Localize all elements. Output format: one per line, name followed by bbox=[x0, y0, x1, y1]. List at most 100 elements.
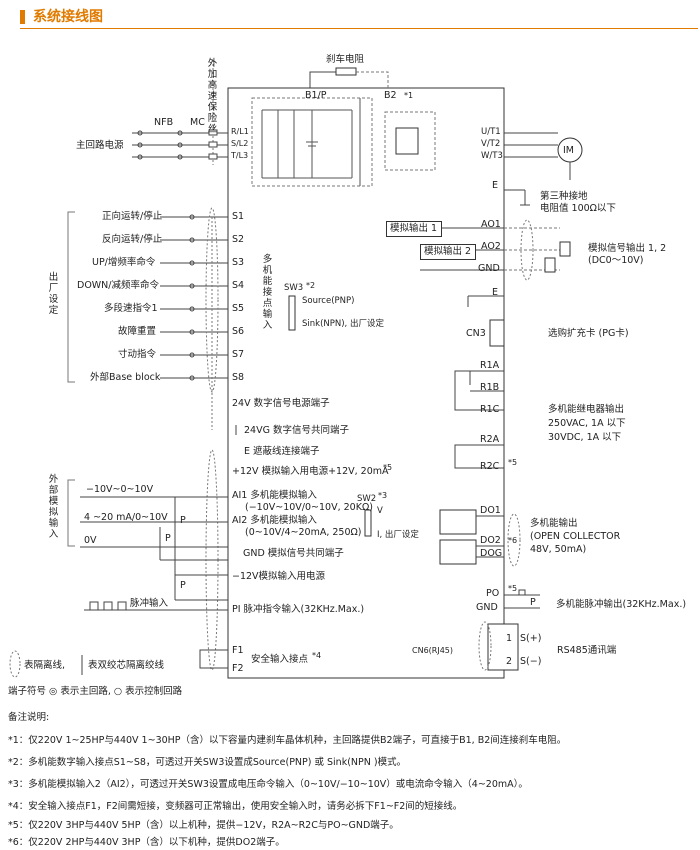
analog-range-1: −10V~0~10V bbox=[86, 484, 154, 495]
po-p: P bbox=[530, 597, 536, 608]
cn6-label: CN6(RJ45) bbox=[412, 646, 453, 655]
terminal-r2c: R2C bbox=[480, 461, 500, 472]
terminal-b2: B2 bbox=[384, 90, 397, 101]
sw3-source: Source(PNP) bbox=[302, 296, 355, 306]
plus12v-note: *5 bbox=[383, 463, 393, 472]
legend-twisted: 表双绞芯隔离绞线 bbox=[88, 660, 165, 671]
terminal-ao2: AO2 bbox=[481, 241, 501, 252]
note-item: *6：仅220V 2HP与440V 3HP（含）以下机种，提供DO2端子。 bbox=[8, 837, 285, 848]
rs485-pin-2: 2 bbox=[506, 656, 513, 667]
terminal-r1a: R1A bbox=[480, 360, 500, 371]
terminal-s1: S1 bbox=[232, 211, 245, 222]
note-item: *1：仅220V 1~25HP与440V 1~30HP（含）以下容量内建刹车晶体… bbox=[8, 735, 567, 746]
ground-e: E bbox=[492, 180, 499, 191]
analog-range-3: 0V bbox=[84, 535, 97, 546]
input-label-s6: 故障重置 bbox=[118, 326, 157, 337]
sw3-sink: Sink(NPN), 出厂设定 bbox=[302, 319, 384, 329]
mc-label: MC bbox=[190, 117, 205, 128]
terminal-e2: E bbox=[492, 287, 499, 298]
sw2-label: SW2 bbox=[357, 494, 377, 504]
input-label-s3: UP/增频率命令 bbox=[92, 257, 156, 268]
page-title: 系统接线图 bbox=[33, 9, 103, 25]
terminal-sl2: S/L2 bbox=[231, 139, 249, 148]
fuse-char: 外 bbox=[207, 58, 218, 69]
multi-input-char: 输 bbox=[262, 309, 273, 320]
analog-range-2: 4 ~20 mA/0~10V bbox=[84, 512, 168, 523]
fuse-char: 丝 bbox=[207, 124, 218, 135]
po-note: *5 bbox=[508, 584, 518, 593]
ext-char: 输 bbox=[48, 518, 59, 529]
terminal-ao-gnd: GND bbox=[478, 263, 500, 274]
terminal-s4: S4 bbox=[232, 280, 245, 291]
plus12v-label: +12V 模拟输入用电源+12V, 20mA bbox=[232, 466, 389, 477]
terminal-s7: S7 bbox=[232, 349, 245, 360]
note-item: *3：多机能模拟输入2（AI2），可透过开关SW3设置成电压命令输入（0~10V… bbox=[8, 779, 528, 790]
fuse-char: 险 bbox=[207, 113, 218, 124]
do-desc: 多机能输出 bbox=[530, 518, 578, 529]
sw2-i: I, 出厂设定 bbox=[377, 530, 419, 540]
legend-terminals: 端子符号 ◎ 表示主回路, ○ 表示控制回路 bbox=[8, 686, 183, 697]
input-label-s5: 多段速指令1 bbox=[104, 303, 158, 314]
motor-label: IM bbox=[563, 145, 574, 156]
ext-char: 外 bbox=[48, 474, 59, 485]
do-desc-type: (OPEN COLLECTOR bbox=[530, 531, 621, 542]
terminal-cn3: CN3 bbox=[466, 328, 486, 339]
input-label-s8: 外部Base block bbox=[90, 372, 161, 383]
factory-char: 出 bbox=[48, 272, 59, 283]
fuse-char: 保 bbox=[207, 102, 218, 113]
terminal-ut1: U/T1 bbox=[481, 127, 501, 137]
terminal-po: PO bbox=[486, 588, 500, 599]
multi-input-label: 多 机 能 接 点 输 入 bbox=[262, 254, 273, 331]
pot-p-2: P bbox=[165, 533, 171, 544]
terminal-ao1: AO1 bbox=[481, 219, 501, 230]
relay-desc: 多机能继电器输出 bbox=[548, 404, 625, 415]
ai2-range: (0~10V/4~20mA, 250Ω) bbox=[245, 527, 362, 538]
ext-char: 拟 bbox=[48, 507, 59, 518]
title-underline bbox=[20, 28, 698, 29]
terminal-wt3: W/T3 bbox=[481, 151, 503, 161]
multi-input-char: 多 bbox=[262, 254, 273, 265]
pulse-output-desc: 多机能脉冲输出(32KHz.Max.) bbox=[556, 599, 687, 610]
external-analog-label: 外 部 模 拟 输 入 bbox=[48, 474, 59, 540]
factory-char: 厂 bbox=[48, 283, 59, 294]
terminal-r2a: R2A bbox=[480, 434, 500, 445]
terminal-24vg: 24VG 数字信号共同端子 bbox=[244, 425, 349, 436]
terminal-ai1: AI1 多机能模拟输入 bbox=[232, 490, 317, 501]
analog-output-range: (DC0～10V) bbox=[588, 255, 644, 266]
ext-char: 入 bbox=[48, 529, 59, 540]
analog-output-1-label: 模拟输出 1 bbox=[390, 223, 438, 234]
multi-input-char: 点 bbox=[262, 298, 273, 309]
terminal-ai2: AI2 多机能模拟输入 bbox=[232, 515, 317, 526]
ext-char: 模 bbox=[48, 496, 59, 507]
main-power-label: 主回路电源 bbox=[76, 140, 124, 151]
terminal-f2: F2 bbox=[232, 663, 244, 674]
analog-output-1-box: 模拟输出 1 bbox=[386, 221, 442, 237]
multi-input-char: 接 bbox=[262, 287, 273, 298]
terminal-po-gnd: GND bbox=[476, 602, 498, 613]
brake-resistor-label: 刹车电阻 bbox=[326, 54, 365, 65]
terminal-rl1: R/L1 bbox=[231, 127, 249, 136]
terminal-b1p: B1/P bbox=[305, 90, 327, 101]
input-label-s2: 反向运转/停止 bbox=[102, 234, 163, 245]
pg-card-label: 选购扩充卡 (PG卡) bbox=[548, 328, 629, 339]
relay-note: *5 bbox=[508, 458, 518, 467]
sw3-note: *2 bbox=[306, 281, 316, 290]
terminal-do1: DO1 bbox=[480, 505, 501, 516]
ai1-range: (−10V~10V/0~10V, 20KΩ) bbox=[245, 502, 373, 513]
terminal-e-shield: E 遮蔽线连接端子 bbox=[244, 446, 320, 457]
factory-char: 设 bbox=[48, 294, 59, 305]
pot-p-1: P bbox=[180, 515, 186, 526]
legend-isolated: 表隔离线, bbox=[24, 660, 66, 671]
multi-input-char: 入 bbox=[262, 320, 273, 331]
terminal-s6: S6 bbox=[232, 326, 245, 337]
nfb-label: NFB bbox=[154, 117, 174, 128]
terminal-s5: S5 bbox=[232, 303, 245, 314]
ext-char: 部 bbox=[48, 485, 59, 496]
terminal-do2: DO2 bbox=[480, 535, 501, 546]
terminal-s3: S3 bbox=[232, 257, 245, 268]
analog-output-2-label: 模拟输出 2 bbox=[424, 246, 472, 257]
terminal-gnd: GND 模拟信号共同端子 bbox=[243, 548, 344, 559]
terminal-tl3: T/L3 bbox=[231, 151, 249, 160]
sw2-note: *3 bbox=[378, 491, 388, 500]
